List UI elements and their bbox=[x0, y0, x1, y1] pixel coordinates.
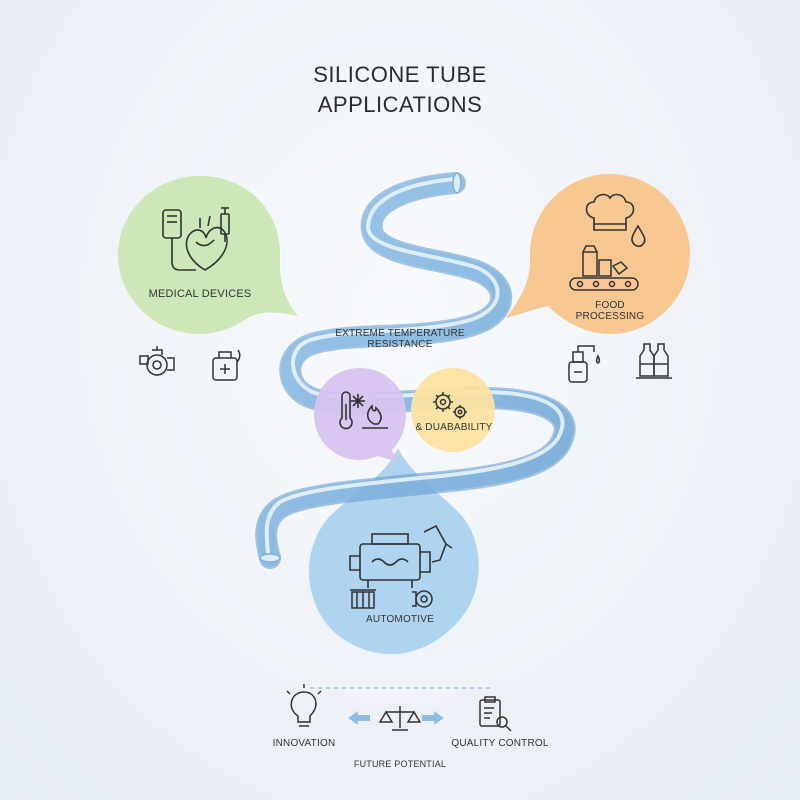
balance-scale-icon bbox=[378, 706, 422, 731]
durability-bubble bbox=[411, 368, 495, 452]
snowflake-icon bbox=[351, 394, 365, 408]
soap-dispenser-icon bbox=[568, 345, 601, 383]
quality-control-label: QUALITY CONTROL bbox=[451, 738, 549, 749]
flame-icon bbox=[362, 404, 388, 429]
silicone-tube bbox=[255, 172, 576, 569]
future-potential-label: FUTURE POTENTIAL bbox=[353, 759, 447, 769]
temperature-line-2: RESISTANCE bbox=[367, 339, 433, 350]
gears-icon bbox=[433, 392, 467, 419]
food-processing-line-1: FOOD bbox=[595, 300, 625, 311]
temperature-line-1: EXTREME TEMPERATURE bbox=[335, 328, 465, 339]
title-line-1: SILICONE TUBE bbox=[313, 62, 487, 87]
iv-bag-icon bbox=[162, 209, 196, 271]
chef-hat-icon bbox=[585, 193, 635, 231]
clipboard-search-icon bbox=[479, 696, 512, 732]
droplet-icon bbox=[631, 224, 646, 248]
syringe-icon bbox=[220, 207, 230, 242]
innovation-label: INNOVATION bbox=[272, 738, 336, 749]
temperature-bubble bbox=[314, 368, 406, 462]
thermometer-icon bbox=[339, 391, 353, 430]
food-processing-label: FOOD PROCESSING bbox=[560, 300, 660, 322]
medical-bag-icon bbox=[212, 349, 241, 381]
heart-icon bbox=[185, 215, 228, 271]
fuel-nozzle-icon bbox=[423, 524, 453, 563]
food-processing-bubble bbox=[506, 174, 690, 334]
extreme-temperature-label: EXTREME TEMPERATURE RESISTANCE bbox=[320, 328, 480, 350]
pump-icon bbox=[139, 346, 175, 376]
conveyor-icon bbox=[569, 245, 639, 291]
radiator-icon bbox=[350, 589, 376, 609]
food-processing-line-2: PROCESSING bbox=[575, 311, 645, 322]
medical-devices-label: MEDICAL DEVICES bbox=[148, 288, 252, 300]
durability-label: & DUABABILITY bbox=[415, 422, 493, 433]
arrow-left-icon bbox=[348, 711, 370, 725]
page-title: SILICONE TUBE APPLICATIONS bbox=[0, 60, 800, 120]
engine-icon bbox=[349, 533, 431, 588]
title-line-2: APPLICATIONS bbox=[317, 92, 483, 117]
arrow-right-icon bbox=[422, 711, 444, 725]
turbo-icon bbox=[412, 590, 433, 608]
lightbulb-icon bbox=[286, 684, 322, 727]
medical-devices-bubble bbox=[118, 176, 298, 334]
automotive-label: AUTOMOTIVE bbox=[366, 614, 434, 625]
bottles-icon bbox=[636, 343, 672, 379]
